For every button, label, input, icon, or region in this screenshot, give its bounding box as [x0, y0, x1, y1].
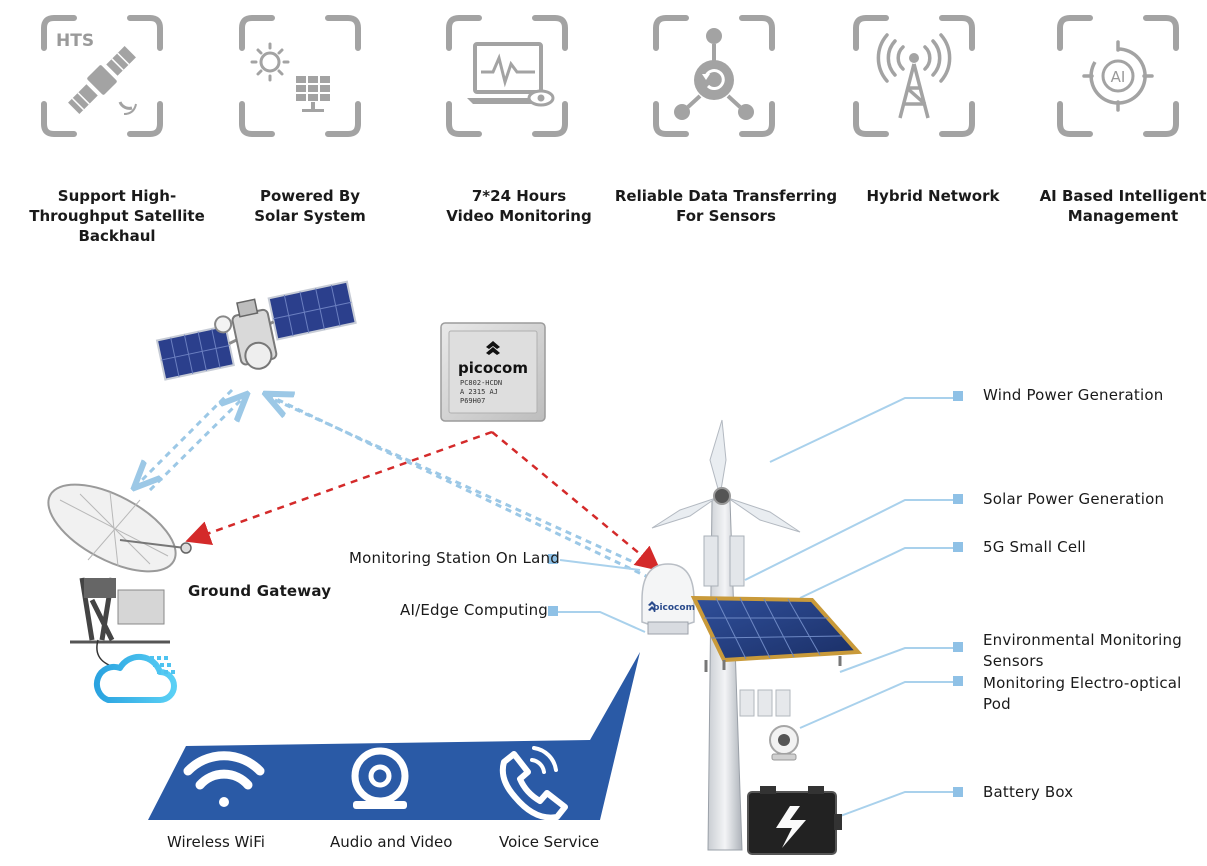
data-transfer-icon — [652, 14, 776, 138]
chip-brand: picocom — [458, 359, 528, 377]
solar-power-label: Solar Power Generation — [983, 490, 1165, 508]
terminal-brand: picocom — [653, 603, 695, 613]
battery-box-label: Battery Box — [983, 783, 1074, 801]
environmental-sensors — [739, 689, 791, 717]
monitoring-station-label: Monitoring Station On Land — [349, 549, 560, 567]
wifi-icon — [183, 751, 265, 807]
svg-text:AI: AI — [1111, 68, 1126, 86]
service-label-av: Audio and Video — [330, 833, 453, 851]
webcam-icon — [351, 747, 409, 809]
satellite-hts-icon: HTS — [40, 14, 164, 138]
terminal-logo-icon — [648, 601, 656, 611]
chip-line-2: A 2315 AJ — [460, 388, 498, 396]
env-sensors-label: Environmental Monitoring Sensors — [983, 631, 1182, 670]
cloud-icon — [93, 653, 177, 703]
solar-system-icon — [238, 14, 362, 138]
solar-panel — [690, 595, 863, 672]
chip-line-1: PC802-HCDN — [460, 379, 502, 387]
ground-gateway-label: Ground Gateway — [188, 582, 332, 600]
wind-turbine — [651, 419, 801, 533]
service-label-wifi: Wireless WiFi — [167, 833, 265, 851]
chip-line-3: P69H07 — [460, 397, 485, 405]
service-label-voice: Voice Service — [499, 833, 600, 851]
ai-management-icon: AI — [1056, 14, 1180, 138]
video-monitoring-icon — [445, 14, 569, 138]
ai-edge-label: AI/Edge Computing — [400, 601, 549, 619]
label-markers — [548, 391, 963, 797]
small-cell-antenna — [703, 535, 745, 587]
battery-box — [747, 786, 842, 855]
wind-power-label: Wind Power Generation — [983, 386, 1164, 404]
picocom-chip: picocom PC802-HCDN A 2315 AJ P69H07 — [440, 322, 546, 422]
small-cell-label: 5G Small Cell — [983, 538, 1087, 556]
eo-pod-label: Monitoring Electro-optical Pod — [983, 674, 1182, 713]
feature-caption-hybrid: Hybrid Network — [866, 187, 1000, 205]
picocom-logo-icon — [486, 341, 500, 355]
label-leader-lines — [555, 397, 958, 819]
hybrid-network-icon — [852, 14, 976, 138]
chip-link-lines — [185, 430, 661, 572]
satellite-terminal: picocom — [641, 563, 695, 635]
svg-text:HTS: HTS — [56, 31, 94, 51]
satellite-link-lines — [136, 390, 651, 580]
feature-caption-hts: Support High-Throughput Satellite Backha… — [29, 187, 205, 245]
services-panel — [148, 652, 640, 820]
ground-gateway-dish — [47, 483, 192, 669]
electro-optical-pod — [769, 725, 799, 761]
satellite-image — [155, 280, 357, 381]
phone-icon — [499, 746, 568, 821]
